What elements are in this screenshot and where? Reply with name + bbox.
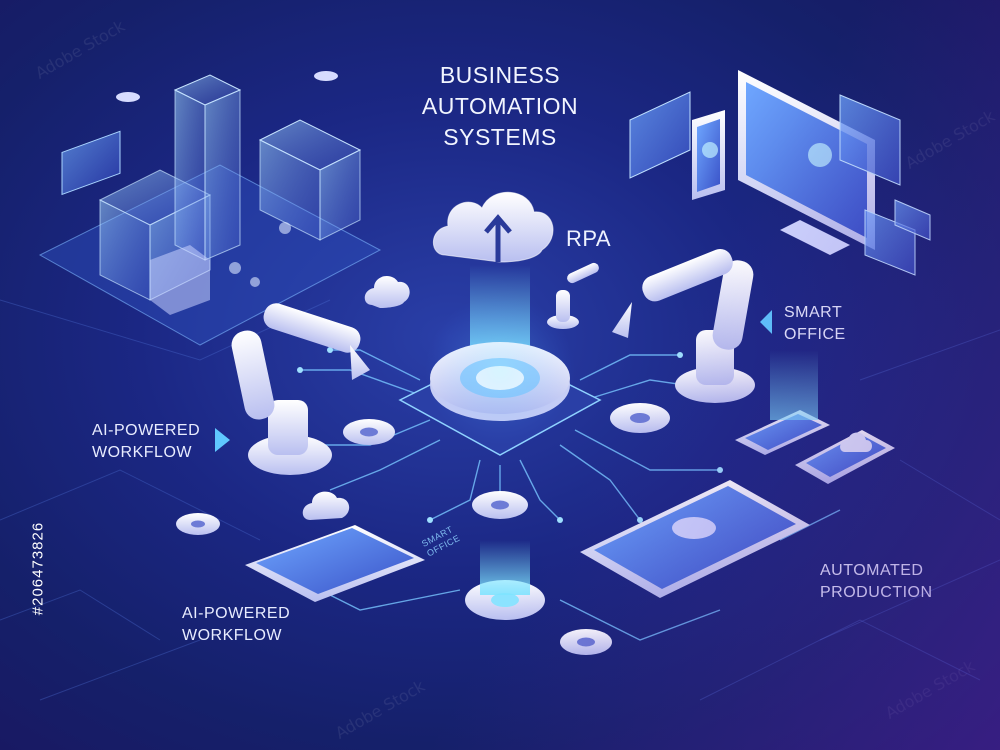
drone-icon [116,71,338,102]
label-line: AI-POWERED [182,605,291,622]
smartphone-icon [795,430,895,484]
automated-production-label: AUTOMATED PRODUCTION [820,560,933,604]
arrow-left-icon [760,310,772,334]
label-line: SMART [784,304,843,321]
rpa-label: RPA [566,226,612,251]
title-line: BUSINESS [439,62,561,88]
robot-arm-icon [612,248,755,403]
label-line: WORKFLOW [182,627,282,644]
gear-beam [480,540,530,595]
smartphone-icon [735,410,830,455]
arrow-right-icon [215,428,230,452]
ai-workflow-label-left: AI-POWERED WORKFLOW [92,420,200,464]
monitor-icon [629,70,931,276]
title-line: AUTOMATION [421,93,579,119]
tablet-icon [245,491,425,602]
stock-id: #206473826 [29,521,47,616]
robot-arm-icon [547,262,599,329]
ai-workflow-label-bottom: AI-POWERED WORKFLOW [182,603,290,647]
diagram-title: BUSINESS AUTOMATION SYSTEMS [395,60,605,153]
central-gear-icon [398,295,602,456]
label-line: OFFICE [784,326,846,343]
cloud-icon [364,276,410,308]
smart-city-building-icon [38,74,382,346]
tablet-icon [580,480,810,598]
label-line: AI-POWERED [92,422,201,439]
smart-office-label: SMART OFFICE [784,302,846,346]
robot-arm-icon [231,303,370,475]
device-beam [770,350,818,420]
label-line: PRODUCTION [820,584,933,601]
label-line: AUTOMATED [820,562,924,579]
label-line: WORKFLOW [92,444,192,461]
title-line: SYSTEMS [443,124,557,150]
